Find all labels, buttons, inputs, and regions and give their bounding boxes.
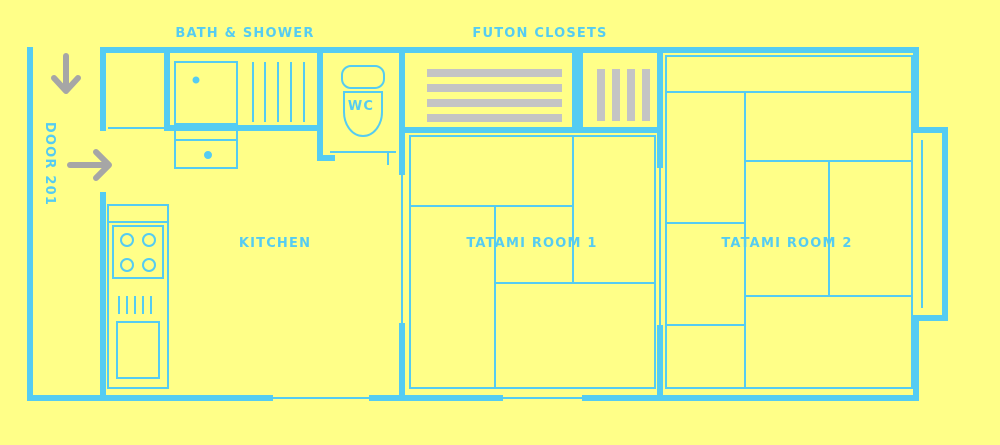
- bath-shower-label: BATH & SHOWER: [175, 26, 314, 41]
- door-label: DOOR 201: [42, 122, 57, 206]
- futon-closet-2: [597, 69, 650, 121]
- futon-closet-1: [427, 69, 562, 122]
- wc-label: WC: [348, 99, 374, 114]
- tatami-room-2-label: TATAMI ROOM 2: [721, 236, 852, 251]
- walls: [27, 47, 948, 401]
- wash-basin: [174, 129, 238, 169]
- arrow-right-icon: [67, 149, 112, 181]
- tatami-room-1-label: TATAMI ROOM 1: [466, 236, 597, 251]
- toilet: [341, 65, 385, 137]
- kitchen-label: KITCHEN: [239, 236, 311, 251]
- stove: [112, 225, 164, 279]
- futon-closets-label: FUTON CLOSETS: [472, 26, 607, 41]
- tatami-room-1-mats: [409, 135, 656, 389]
- bathtub: [174, 61, 305, 125]
- tatami-room-2-mats: [665, 55, 923, 389]
- thin-lines: [107, 127, 661, 399]
- arrow-down-icon: [51, 53, 81, 94]
- kitchen-sink: [116, 296, 160, 379]
